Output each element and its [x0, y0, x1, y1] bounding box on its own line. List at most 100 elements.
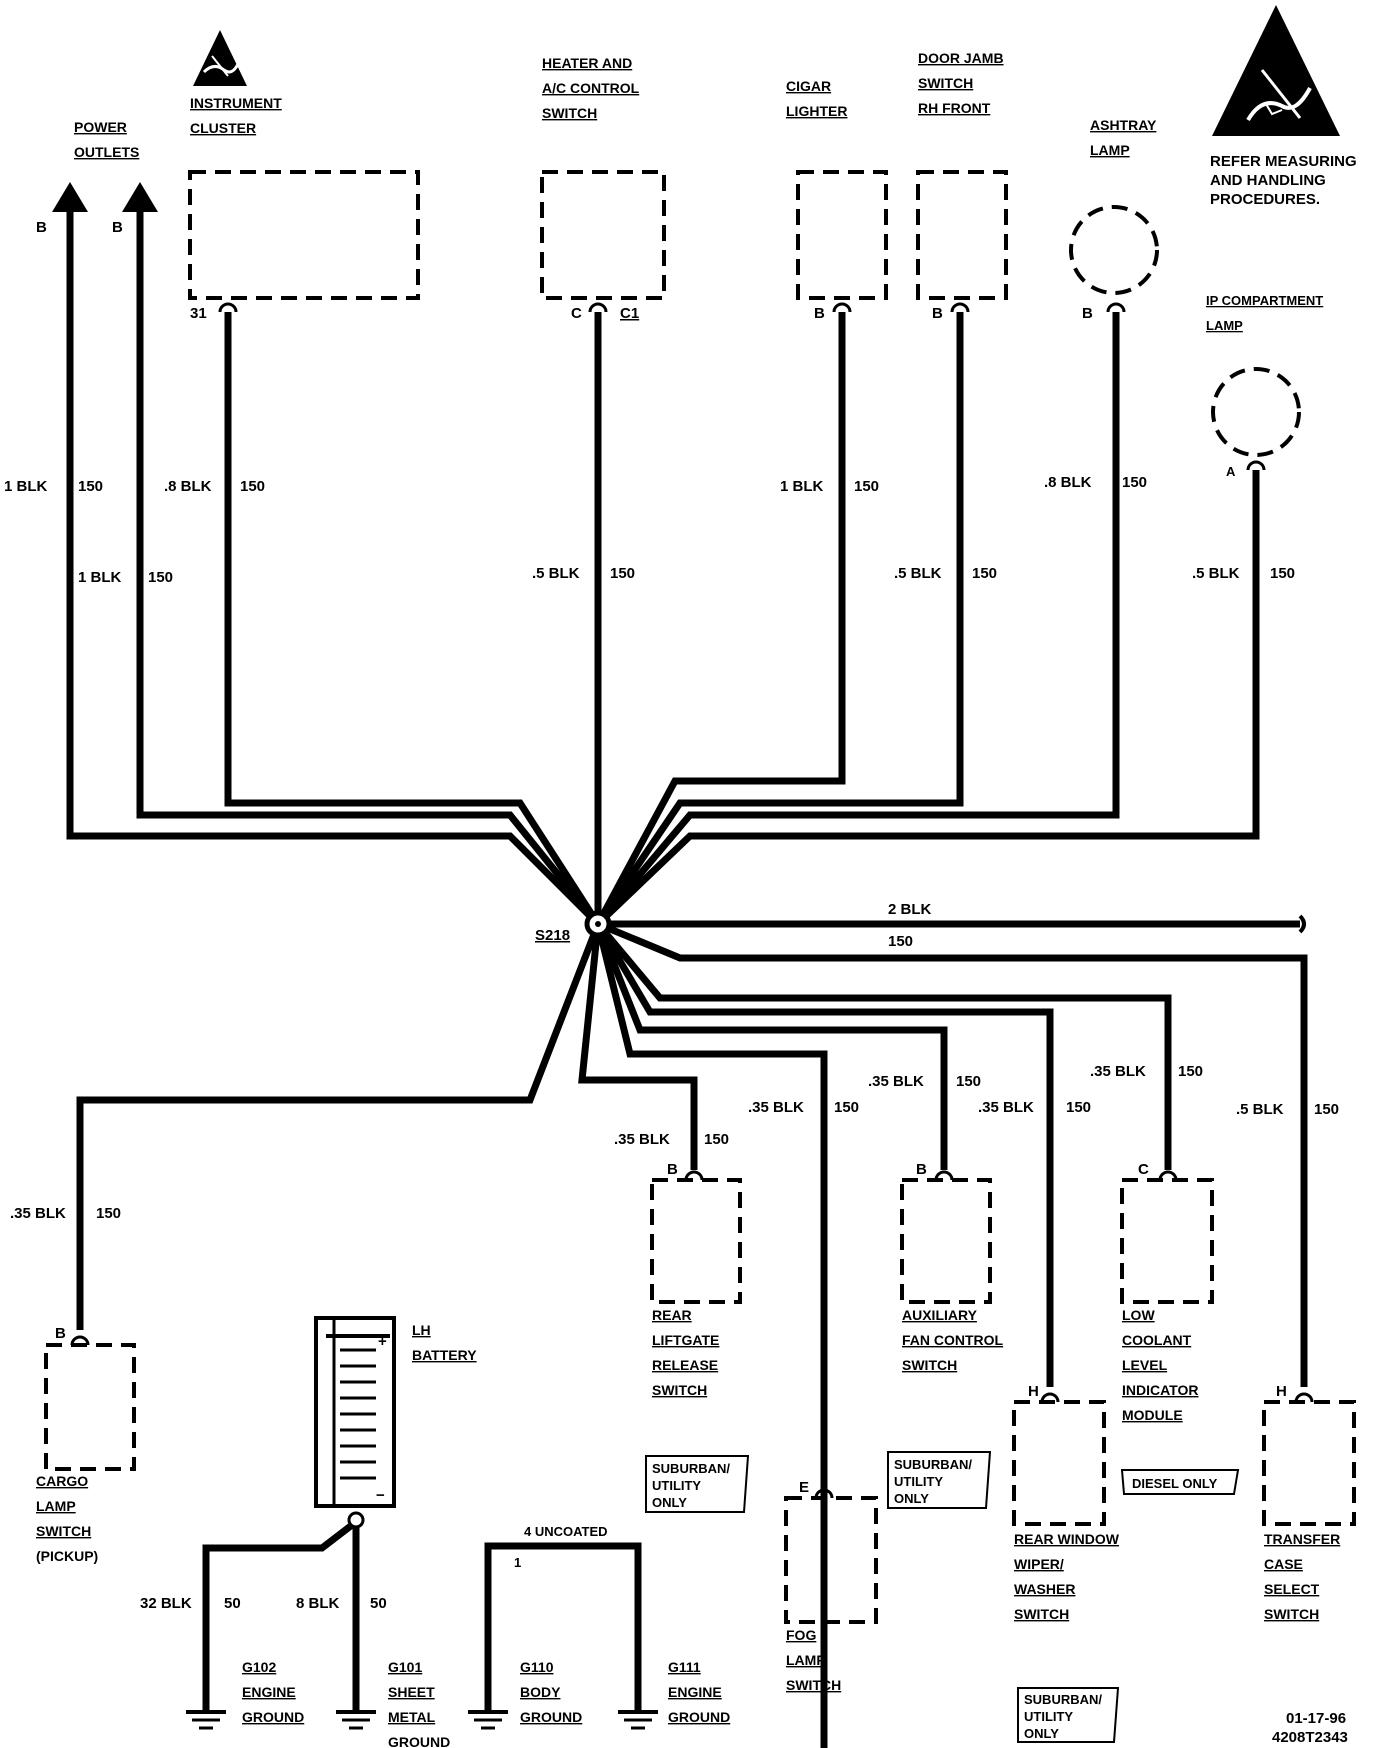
svg-text:−: − — [376, 1487, 385, 1504]
ground-g102[interactable]: G102 ENGINE GROUND — [186, 1659, 304, 1730]
svg-text:SHEET: SHEET — [388, 1684, 435, 1700]
lower-wires — [76, 920, 1308, 1748]
fog-lamp-switch[interactable]: E FOG LAMP SWITCH — [784, 1479, 878, 1693]
wire-door-jamb — [595, 312, 964, 926]
ground-wire-labels: 32 BLK 50 8 BLK 50 4 UNCOATED 1 — [140, 1524, 608, 1612]
auxiliary-fan-control-switch[interactable]: B AUXILIARY FAN CONTROL SWITCH — [900, 1161, 1004, 1373]
svg-text:B: B — [36, 219, 47, 236]
low-coolant-level-indicator-module[interactable]: C LOW COOLANT LEVEL INDICATOR MODULE — [1120, 1161, 1214, 1423]
svg-text:.8 BLK: .8 BLK — [1044, 474, 1092, 491]
svg-text:LEVEL: LEVEL — [1122, 1357, 1168, 1373]
svg-text:1 BLK: 1 BLK — [4, 478, 48, 495]
svg-text:CLUSTER: CLUSTER — [190, 120, 256, 136]
svg-text:150: 150 — [834, 1099, 859, 1116]
ground-g111[interactable]: G111 ENGINE GROUND — [618, 1659, 730, 1730]
svg-text:.35 BLK: .35 BLK — [748, 1099, 804, 1116]
splice-s218[interactable]: S218 — [535, 910, 612, 944]
wire-break-symbol — [1298, 914, 1306, 934]
svg-text:GROUND: GROUND — [242, 1709, 304, 1725]
svg-text:B: B — [814, 305, 825, 322]
svg-text:SWITCH: SWITCH — [1014, 1606, 1069, 1622]
ground-g110[interactable]: G110 BODY GROUND — [468, 1659, 582, 1730]
svg-text:32 BLK: 32 BLK — [140, 1595, 192, 1612]
svg-text:UTILITY: UTILITY — [652, 1478, 701, 1493]
svg-text:G111: G111 — [668, 1659, 701, 1675]
ashtray-lamp[interactable]: B ASHTRAY LAMP — [1069, 117, 1159, 322]
svg-text:150: 150 — [972, 565, 997, 582]
door-jamb-switch[interactable]: B DOOR JAMB SWITCH RH FRONT — [916, 50, 1008, 322]
lh-battery[interactable]: + − LH BATTERY — [314, 1316, 477, 1529]
arrow-up-icon — [52, 182, 88, 212]
svg-text:MODULE: MODULE — [1122, 1407, 1183, 1423]
svg-text:1 BLK: 1 BLK — [780, 478, 824, 495]
svg-text:CARGO: CARGO — [36, 1473, 88, 1489]
ground-icon — [468, 1710, 508, 1730]
svg-text:4 UNCOATED: 4 UNCOATED — [524, 1524, 608, 1539]
svg-text:WASHER: WASHER — [1014, 1581, 1075, 1597]
esd-warning-text: REFER MEASURING AND HANDLING PROCEDURES. — [1210, 153, 1357, 208]
svg-text:.5 BLK: .5 BLK — [1236, 1101, 1284, 1118]
svg-text:SWITCH: SWITCH — [542, 105, 597, 121]
svg-text:C: C — [1138, 1161, 1149, 1178]
svg-text:C1: C1 — [620, 305, 639, 322]
svg-text:.35 BLK: .35 BLK — [978, 1099, 1034, 1116]
svg-text:LIFTGATE: LIFTGATE — [652, 1332, 719, 1348]
svg-text:UTILITY: UTILITY — [894, 1474, 943, 1489]
svg-text:150: 150 — [78, 478, 103, 495]
svg-text:LAMP: LAMP — [1206, 318, 1243, 333]
ground-icon — [336, 1710, 376, 1730]
svg-text:1: 1 — [514, 1555, 521, 1570]
svg-text:SWITCH: SWITCH — [36, 1523, 91, 1539]
svg-text:31: 31 — [190, 305, 207, 322]
wire-rear-wiper — [594, 922, 1054, 1387]
svg-text:B: B — [1082, 305, 1093, 322]
svg-text:LAMP: LAMP — [1090, 142, 1130, 158]
svg-text:1 BLK: 1 BLK — [78, 569, 122, 586]
wire-aux-fan — [594, 922, 948, 1170]
svg-text:50: 50 — [224, 1595, 241, 1612]
svg-text:SWITCH: SWITCH — [1264, 1606, 1319, 1622]
note-diesel-only: DIESEL ONLY — [1120, 1469, 1240, 1495]
ip-compartment-lamp[interactable]: A IP COMPARTMENT LAMP — [1206, 293, 1323, 479]
heater-ac-control-switch[interactable]: C C1 HEATER AND A/C CONTROL SWITCH — [540, 55, 666, 322]
wire-cargo-lamp — [76, 922, 602, 1330]
lower-wire-labels: .35 BLK 150 .35 BLK 150 .35 BLK 150 .35 … — [10, 1063, 1339, 1222]
svg-text:A/C CONTROL: A/C CONTROL — [542, 80, 640, 96]
svg-text:150: 150 — [610, 565, 635, 582]
rear-window-wiper-washer-switch[interactable]: H REAR WINDOW WIPER/ WASHER SWITCH — [1012, 1383, 1120, 1622]
svg-text:CIGAR: CIGAR — [786, 78, 831, 94]
svg-text:REFER MEASURING: REFER MEASURING — [1210, 153, 1357, 170]
svg-text:GROUND: GROUND — [388, 1734, 450, 1748]
power-outlets-label: POWER OUTLETS — [74, 119, 139, 160]
svg-text:A: A — [1226, 464, 1236, 479]
ground-wires — [202, 1522, 642, 1712]
wire-ip-compartment — [595, 470, 1260, 927]
cigar-lighter[interactable]: B CIGAR LIGHTER — [786, 78, 888, 322]
ground-g101[interactable]: G101 SHEET METAL GROUND — [336, 1659, 450, 1748]
wire-low-coolant — [595, 921, 1172, 1170]
note-suburban-utility-3: SUBURBAN/ UTILITY ONLY — [1017, 1687, 1120, 1743]
svg-text:INSTRUMENT: INSTRUMENT — [190, 95, 282, 111]
instrument-cluster[interactable]: 31 INSTRUMENT CLUSTER — [188, 95, 420, 322]
svg-text:150: 150 — [96, 1205, 121, 1222]
svg-text:ONLY: ONLY — [894, 1491, 929, 1506]
svg-text:INDICATOR: INDICATOR — [1122, 1382, 1198, 1398]
svg-text:GROUND: GROUND — [668, 1709, 730, 1725]
note-suburban-utility-2: SUBURBAN/ UTILITY ONLY — [887, 1451, 992, 1509]
svg-text:COOLANT: COOLANT — [1122, 1332, 1192, 1348]
transfer-case-select-switch[interactable]: H TRANSFER CASE SELECT SWITCH — [1262, 1383, 1356, 1622]
svg-text:IP COMPARTMENT: IP COMPARTMENT — [1206, 293, 1323, 308]
rear-liftgate-release-switch[interactable]: B REAR LIFTGATE RELEASE SWITCH — [650, 1161, 742, 1398]
wire-transfer-case — [596, 920, 1308, 1387]
svg-text:UTILITY: UTILITY — [1024, 1709, 1073, 1724]
svg-text:BODY: BODY — [520, 1684, 561, 1700]
svg-text:B: B — [916, 1161, 927, 1178]
cargo-lamp-switch[interactable]: B CARGO LAMP SWITCH (PICKUP) — [36, 1325, 136, 1564]
svg-text:(PICKUP): (PICKUP) — [36, 1548, 98, 1564]
svg-text:REAR WINDOW: REAR WINDOW — [1014, 1531, 1120, 1547]
wire-rear-liftgate — [578, 923, 698, 1170]
svg-text:POWER: POWER — [74, 119, 127, 135]
svg-text:BATTERY: BATTERY — [412, 1347, 477, 1363]
svg-text:S218: S218 — [535, 927, 570, 944]
svg-text:B: B — [112, 219, 123, 236]
